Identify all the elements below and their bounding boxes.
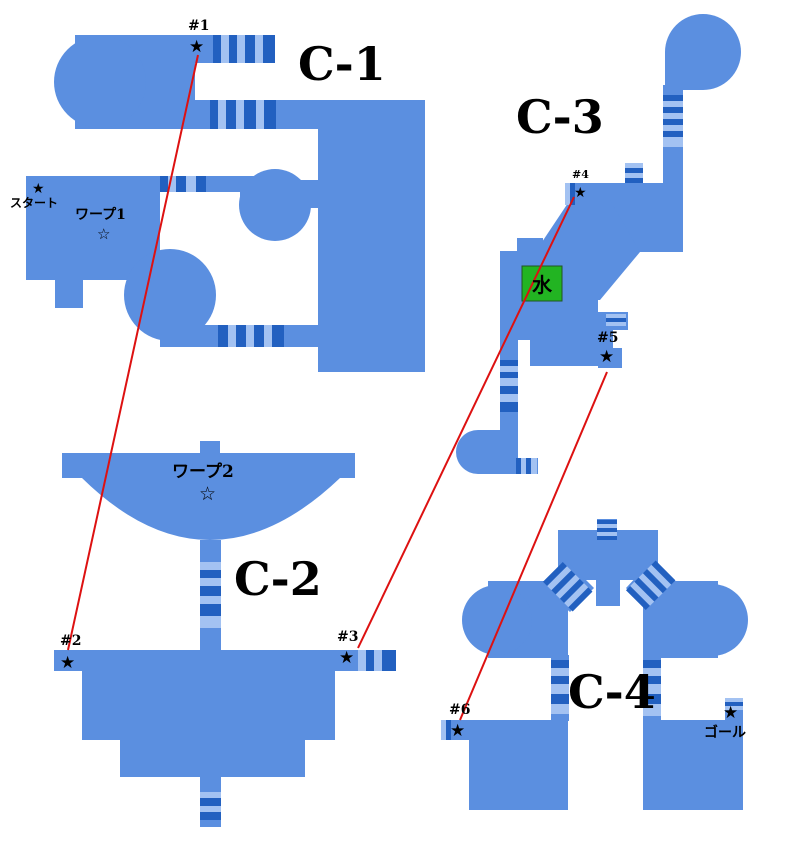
- marker-label-3: #3: [337, 629, 358, 645]
- area-c2-rooms: [54, 441, 396, 827]
- goal-label: ゴール: [704, 724, 746, 741]
- area-label-c2: C-2: [234, 552, 322, 606]
- area-c3-rooms: [456, 14, 741, 474]
- start-label: スタート: [10, 196, 58, 210]
- filled-star-icon: ★: [339, 648, 354, 668]
- filled-star-icon: ★: [599, 347, 614, 367]
- route-3-4: [357, 196, 575, 649]
- filled-star-icon: ★: [189, 37, 204, 57]
- marker-label-2: #2: [60, 633, 81, 649]
- marker-label-5: #5: [597, 330, 618, 346]
- area-c2-stairs: [200, 562, 396, 820]
- marker-label-6: #6: [449, 702, 470, 718]
- warp1-star-icon: ☆: [97, 225, 110, 243]
- area-label-c1: C-1: [298, 37, 386, 91]
- filled-star-icon: ★: [60, 653, 75, 673]
- area-c3-stairs: [500, 95, 683, 474]
- marker-label-1: #1: [188, 18, 209, 34]
- route-lines: [67, 54, 608, 721]
- start-star-icon: ★: [32, 181, 45, 197]
- route-1-2: [67, 54, 199, 651]
- area-label-c4: C-4: [568, 665, 656, 719]
- area-c1-stairs: [160, 35, 284, 347]
- warp1-label: ワープ1: [75, 207, 126, 223]
- goal-star-icon: ★: [723, 703, 738, 723]
- warp2-star-icon: ☆: [199, 483, 216, 505]
- route-5-6: [459, 371, 608, 721]
- area-label-c3: C-3: [516, 90, 604, 144]
- marker-label-4: #4: [572, 168, 589, 181]
- filled-star-icon: ★: [450, 721, 465, 741]
- filled-star-icon: ★: [574, 185, 587, 201]
- water-label: 水: [532, 273, 553, 297]
- warp2-label: ワープ2: [172, 461, 234, 482]
- area-c4-stairs: [441, 520, 743, 740]
- water-tile: [521, 265, 563, 302]
